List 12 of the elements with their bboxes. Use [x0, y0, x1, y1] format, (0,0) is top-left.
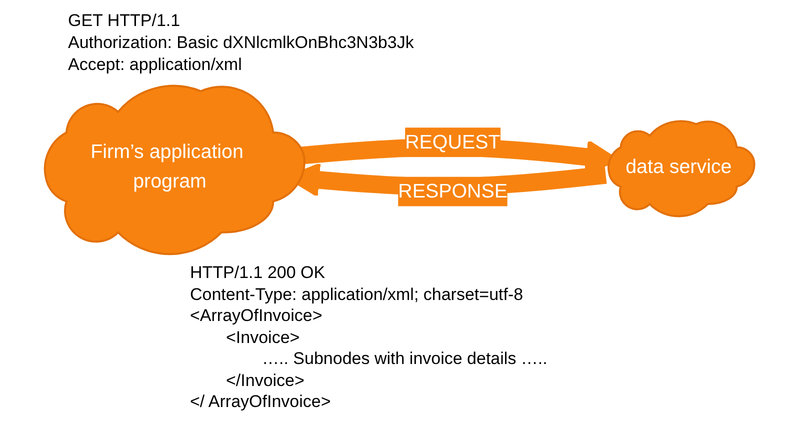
code-line: Authorization: Basic dXNlcmlkOnBhc3N3b3Jk: [68, 32, 414, 54]
edge-label: REQUEST: [406, 132, 501, 154]
code-line: <Invoice>: [226, 326, 301, 348]
code-line: </Invoice>: [226, 370, 306, 391]
code-line: ….. Subnodes with invoice details …..: [262, 348, 548, 370]
code-line: </ ArrayOfInvoice>: [190, 391, 332, 412]
code-line: Content-Type: application/xml; charset=utf-8: [190, 284, 524, 305]
code-line: Accept: application/xml: [68, 54, 243, 76]
code-line: <ArrayOfInvoice>: [190, 305, 324, 326]
code-line: GET HTTP/1.1: [68, 10, 182, 32]
edge-label: RESPONSE: [398, 180, 508, 202]
code-line: HTTP/1.1 200 OK: [190, 262, 326, 284]
